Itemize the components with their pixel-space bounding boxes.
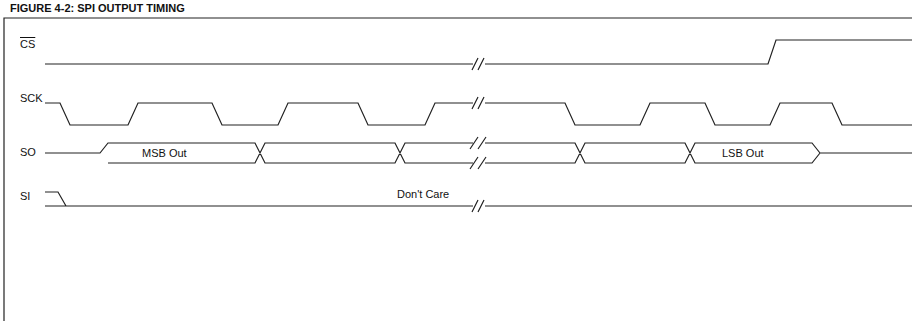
- bus-label: LSB Out: [720, 147, 766, 160]
- signal-name: SCK: [18, 92, 45, 105]
- frame: [4, 18, 912, 321]
- state-note: Don't Care: [395, 188, 451, 201]
- signal-name: CS: [18, 38, 37, 51]
- si-wave: [45, 192, 912, 206]
- figure-title: FIGURE 4-2: SPI OUTPUT TIMING: [8, 2, 187, 15]
- bus-label: MSB Out: [140, 147, 189, 160]
- signal-name: SO: [18, 146, 38, 159]
- signal-name: SI: [18, 190, 32, 203]
- so-bus: [45, 143, 912, 163]
- cs-wave: [45, 40, 912, 64]
- sck-wave: [45, 103, 912, 125]
- break-mark: [470, 58, 486, 212]
